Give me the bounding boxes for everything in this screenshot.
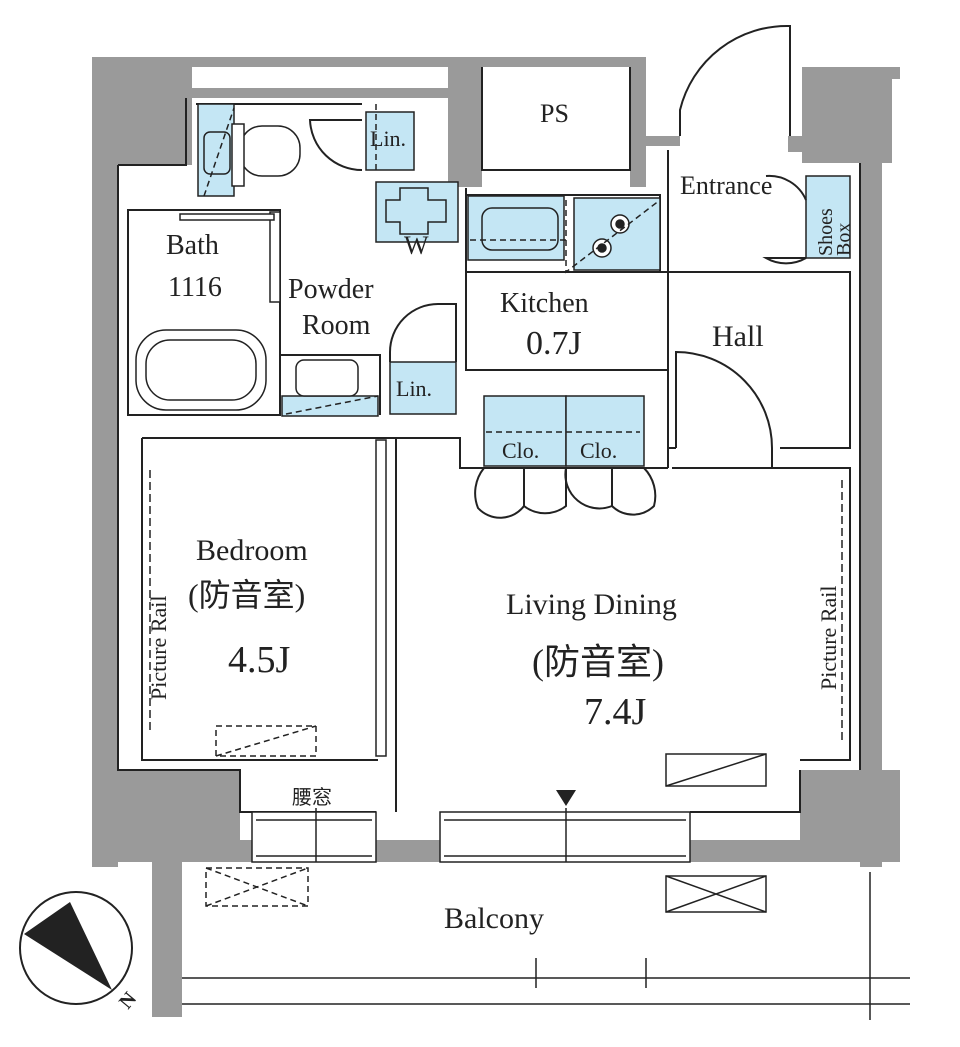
hall-label: Hall (712, 320, 764, 353)
compass-ring (19, 891, 133, 1005)
doors (308, 24, 807, 519)
powder-room-label-line1: Powder (288, 274, 374, 305)
shoes-box-label-line1: Shoes (815, 208, 837, 256)
linen-lower-fixture (389, 361, 457, 415)
windows (251, 808, 691, 863)
compass: N (19, 891, 141, 1014)
living-name-label: Living Dining (506, 588, 677, 621)
picture-rail-left-label: Picture Rail (146, 596, 171, 700)
kitchen-size-label: 0.7J (526, 325, 582, 362)
bath-size-label: 1116 (168, 272, 222, 303)
compass-north-label: N (115, 988, 141, 1014)
waist-window-label: 腰窓 (292, 786, 332, 809)
picture-rails (149, 470, 843, 740)
kitchen-name-label: Kitchen (500, 288, 589, 319)
bedroom-name-label: Bedroom (196, 534, 308, 567)
walls (92, 57, 900, 1017)
closet-left-fixture (483, 395, 567, 467)
shoes-box-label-line2: Box (833, 223, 855, 256)
dashed-lines (203, 104, 661, 907)
stove-fixture (573, 197, 661, 271)
picture-rail-right-label: Picture Rail (816, 586, 841, 690)
closet-right-fixture (565, 395, 645, 467)
linen-upper-label: Lin. (370, 126, 406, 151)
balcony-rail (182, 872, 910, 1020)
shoes-box-fixture (805, 175, 851, 259)
bath-name-label: Bath (166, 230, 219, 261)
linen-lower-label: Lin. (396, 376, 432, 401)
entry-marker-icon (556, 790, 576, 806)
linen-upper-fixture (365, 111, 415, 171)
living-size-label: 7.4J (584, 691, 646, 733)
closet-left-label: Clo. (502, 438, 539, 463)
ac-units (665, 753, 767, 913)
entrance-label: Entrance (680, 171, 772, 200)
closet-right-label: Clo. (580, 438, 617, 463)
bedroom-size-label: 4.5J (228, 639, 290, 681)
fixture-details (135, 123, 630, 411)
balcony-label: Balcony (444, 902, 544, 935)
bedroom-note-label: (防音室) (188, 577, 305, 613)
powder-room-label-line2: Room (302, 310, 371, 341)
compass-needle-icon (24, 902, 112, 990)
living-note-label: (防音室) (532, 642, 664, 682)
labels: PS Entrance Shoes Box Lin. W Bath 1116 P… (146, 99, 855, 935)
ps-label: PS (540, 99, 569, 128)
washer-label: W (404, 231, 429, 260)
sliding-doors (179, 211, 387, 757)
